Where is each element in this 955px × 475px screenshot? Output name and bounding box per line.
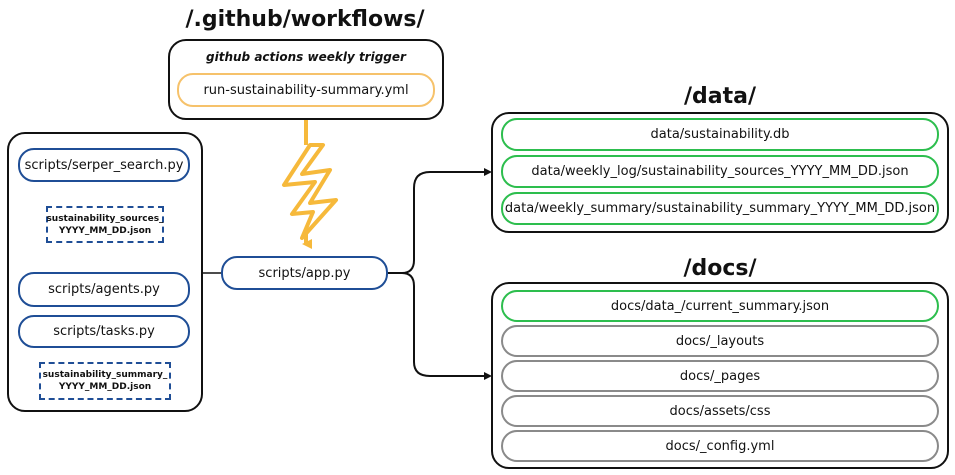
script-tasks[interactable]: scripts/tasks.py xyxy=(18,315,190,348)
docs-file-item[interactable]: docs/_pages xyxy=(501,360,939,392)
data-file-item[interactable]: data/weekly_summary/sustainability_summa… xyxy=(501,192,939,225)
script-serper-search[interactable]: scripts/serper_search.py xyxy=(18,148,190,182)
output-file-sustainability-summary[interactable]: sustainability_summary_ YYYY_MM_DD.json xyxy=(39,362,171,400)
output-file-sustainability-sources[interactable]: sustainability_sources_ YYYY_MM_DD.json xyxy=(46,206,164,243)
script-agents[interactable]: scripts/agents.py xyxy=(18,272,190,307)
workflow-file-run-sustainability-summary[interactable]: run-sustainability-summary.yml xyxy=(177,73,435,107)
docs-file-item[interactable]: docs/_config.yml xyxy=(501,430,939,462)
script-app[interactable]: scripts/app.py xyxy=(221,256,388,290)
output-file-name-part: sustainability_summary_ xyxy=(42,370,168,380)
docs-file-item[interactable]: docs/data_/current_summary.json xyxy=(501,290,939,322)
arrow-right-icon xyxy=(388,272,492,380)
data-file-item[interactable]: data/weekly_log/sustainability_sources_Y… xyxy=(501,155,939,188)
docs-file-item[interactable]: docs/assets/css xyxy=(501,395,939,427)
output-file-date-part: YYYY_MM_DD.json xyxy=(58,382,152,392)
data-heading: /data/ xyxy=(683,84,757,109)
workflows-heading: /.github/workflows/ xyxy=(185,7,425,32)
trigger-label: github actions weekly trigger xyxy=(206,50,406,64)
lightning-bolt-icon xyxy=(282,143,338,240)
data-file-item[interactable]: data/sustainability.db xyxy=(501,118,939,151)
docs-file-item[interactable]: docs/_layouts xyxy=(501,325,939,357)
arrow-right-icon xyxy=(388,168,492,274)
docs-heading: /docs/ xyxy=(683,256,757,281)
output-file-date-part: YYYY_MM_DD.json xyxy=(58,225,152,236)
output-file-name-part: sustainability_sources_ xyxy=(46,213,164,224)
